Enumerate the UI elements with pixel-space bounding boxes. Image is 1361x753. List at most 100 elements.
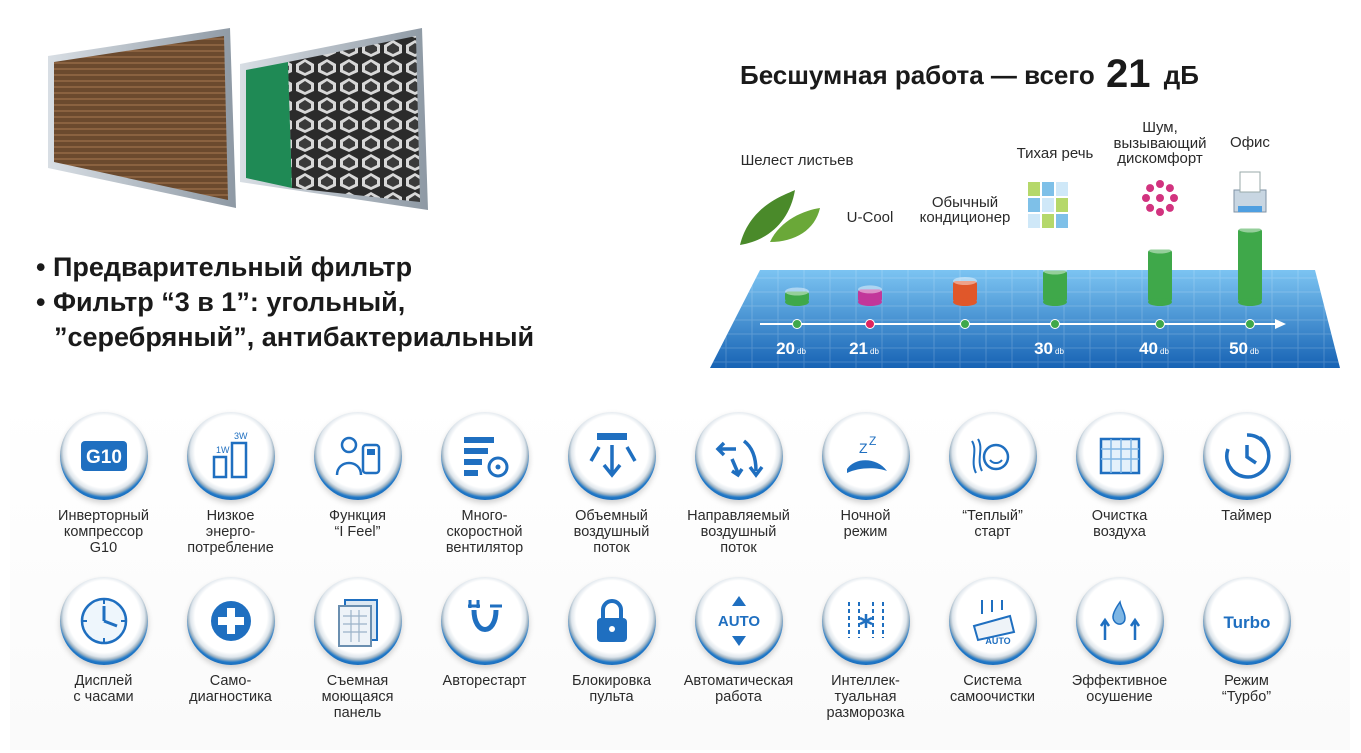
chart-bar xyxy=(1148,245,1172,306)
svg-text:1W: 1W xyxy=(216,445,230,455)
turbo-icon: Turbo xyxy=(1202,577,1291,665)
chart-bar xyxy=(1238,224,1262,306)
clock-display-icon xyxy=(59,577,148,665)
chart-bar xyxy=(858,285,882,306)
chart-category-label: Шелест листьев xyxy=(741,152,854,169)
feature-label: Очистка воздуха xyxy=(1091,508,1148,540)
svg-text:Z: Z xyxy=(859,440,868,456)
noise-chart-title: Бесшумная работа — всего 21 дБ xyxy=(740,52,1300,97)
discomfort-noise-icon xyxy=(1142,180,1178,216)
feature-label: Ночной режим xyxy=(840,508,891,540)
feature-label: Режим “Турбо” xyxy=(1221,673,1272,705)
chart-axis-dot xyxy=(865,319,875,329)
feature-label: Съемная моющаяся панель xyxy=(321,673,394,721)
lock-icon xyxy=(567,577,656,665)
svg-text:3W: 3W xyxy=(234,431,248,441)
chart-bar xyxy=(785,287,809,306)
noise-title-value: 21 xyxy=(1105,52,1151,96)
feature-item: Авторестарт xyxy=(421,577,548,742)
feature-label: Эффективное осушение xyxy=(1071,673,1168,705)
feature-label: Интеллек- туальная разморозка xyxy=(826,673,905,721)
feature-label: Блокировка пульта xyxy=(571,673,652,705)
svg-text:Turbo: Turbo xyxy=(1223,613,1270,632)
feature-item: “Теплый” старт xyxy=(929,412,1056,577)
chart-axis-dot xyxy=(960,319,970,329)
auto-restart-icon xyxy=(440,577,529,665)
feature-item: AUTO Система самоочистки xyxy=(929,577,1056,742)
feature-prefilter: • Предварительный фильтр xyxy=(36,252,413,282)
feature-3in1-filter-cont: ”серебряный”, антибактериальный xyxy=(54,322,535,352)
chart-category-label: Офис xyxy=(1230,134,1270,151)
chart-category-label: U-Cool xyxy=(847,209,894,226)
feature-label: Само- диагностика xyxy=(189,673,272,705)
feature-label: Функция “I Feel” xyxy=(329,508,386,540)
feature-item: Таймер xyxy=(1183,412,1310,577)
feature-label: Автоматическая работа xyxy=(683,673,794,705)
chart-axis-dot xyxy=(792,319,802,329)
volume-airflow-icon xyxy=(567,412,656,500)
feature-item: Само- диагностика xyxy=(167,577,294,742)
chart-axis-arrow xyxy=(1275,319,1286,329)
chart-category-label: кондиционер xyxy=(920,209,1011,226)
washable-panel-icon xyxy=(313,577,402,665)
feature-label: Таймер xyxy=(1221,508,1272,524)
feature-item: AUTO Автоматическая работа xyxy=(675,577,802,742)
chart-axis-dot xyxy=(1245,319,1255,329)
feature-3in1-filter: • Фильтр “3 в 1”: угольный, xyxy=(36,287,406,317)
chart-axis-dot xyxy=(1050,319,1060,329)
feature-item: Направляемый воздушный поток xyxy=(675,412,802,577)
feature-label: Система самоочистки xyxy=(949,673,1036,705)
auto-mode-icon: AUTO xyxy=(694,577,783,665)
chart-category-label: Обычный xyxy=(932,194,998,211)
chart-axis-dot xyxy=(1155,319,1165,329)
energy-bars-icon: 1W 3W xyxy=(186,412,275,500)
i-feel-icon xyxy=(313,412,402,500)
multi-speed-fan-icon xyxy=(440,412,529,500)
feature-item: 1W 3W Низкое энерго- потребление xyxy=(167,412,294,577)
feature-item: Очистка воздуха xyxy=(1056,412,1183,577)
svg-text:AUTO: AUTO xyxy=(717,613,760,630)
air-purification-icon xyxy=(1075,412,1164,500)
g10-icon: G10 xyxy=(59,412,148,500)
feature-label: Много- скоростной вентилятор xyxy=(445,508,524,556)
feature-item: Много- скоростной вентилятор xyxy=(421,412,548,577)
feature-label: Авторестарт xyxy=(442,673,527,689)
svg-text:G10: G10 xyxy=(86,447,122,468)
chart-category-label: Тихая речь xyxy=(1017,145,1094,162)
svg-text:AUTO: AUTO xyxy=(985,636,1010,646)
noise-title-unit: дБ xyxy=(1163,60,1199,90)
chart-category-label: вызывающий xyxy=(1114,135,1207,152)
timer-icon xyxy=(1202,412,1291,500)
filters-illustration xyxy=(30,20,450,220)
feature-item: Эффективное осушение xyxy=(1056,577,1183,742)
chart-category-label: Шум, xyxy=(1142,119,1178,136)
warm-start-icon xyxy=(948,412,1037,500)
directed-airflow-icon xyxy=(694,412,783,500)
feature-item: Интеллек- туальная разморозка xyxy=(802,577,929,742)
feature-item: Дисплей с часами xyxy=(40,577,167,742)
office-printer-icon xyxy=(1233,171,1267,213)
feature-label: Низкое энерго- потребление xyxy=(187,508,274,556)
leaves-icon xyxy=(740,190,820,245)
svg-text:Z: Z xyxy=(869,434,876,448)
chart-category-label: дискомфорт xyxy=(1117,150,1203,167)
feature-item: Функция “I Feel” xyxy=(294,412,421,577)
chart-bar xyxy=(953,277,977,306)
noise-title-prefix: Бесшумная работа — всего xyxy=(740,60,1095,90)
filter-features-list: • Предварительный фильтр • Фильтр “3 в 1… xyxy=(36,250,656,355)
self-diagnosis-icon xyxy=(186,577,275,665)
dehumidify-icon xyxy=(1075,577,1164,665)
quiet-speech-icon xyxy=(1028,182,1068,228)
feature-item: Блокировка пульта xyxy=(548,577,675,742)
feature-item: Съемная моющаяся панель xyxy=(294,577,421,742)
feature-label: Объемный воздушный поток xyxy=(573,508,650,556)
feature-label: Направляемый воздушный поток xyxy=(687,508,790,556)
